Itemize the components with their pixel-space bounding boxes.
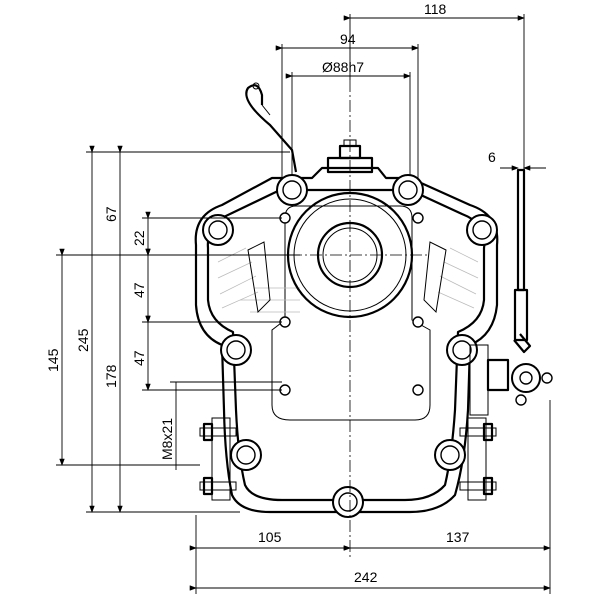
- dipstick-hook: [245, 82, 298, 173]
- dim-thread-label: M8x21: [159, 418, 175, 460]
- center-lines: [270, 80, 430, 560]
- boss-top-left: [276, 174, 308, 206]
- boss-left-upper: [202, 214, 234, 246]
- tapped-hole: [412, 384, 424, 396]
- mounting-plate: [271, 205, 431, 421]
- dimension-labels: 118 94 Ø88h7 6 67 22 47 47 M8x21 145 245…: [45, 1, 496, 585]
- boss-right-low: [434, 439, 466, 471]
- dim-22-label: 22: [131, 230, 147, 246]
- stud-bolts: [199, 417, 497, 501]
- tapped-hole: [412, 212, 424, 224]
- dim-245-label: 245: [75, 328, 91, 352]
- dim-178-label: 178: [103, 364, 119, 388]
- dim-94-label: 94: [340, 31, 356, 47]
- boss-bottom: [332, 486, 364, 518]
- section-hatching: [217, 247, 479, 313]
- stud-right-lower: [459, 476, 497, 496]
- left-flange: [211, 417, 231, 501]
- housing-inner-outline: [206, 188, 486, 502]
- left-recess: [247, 241, 271, 314]
- shift-lever: [469, 168, 553, 416]
- housing-outline: [194, 166, 499, 514]
- boss-right-upper: [466, 214, 498, 246]
- dim-67-label: 67: [103, 206, 119, 222]
- dim-47b-label: 47: [131, 350, 147, 366]
- dim-47a-label: 47: [131, 282, 147, 298]
- dim-137-label: 137: [446, 529, 470, 545]
- boss-top-right: [392, 174, 424, 206]
- boss-left-low: [230, 439, 262, 471]
- dim-6-label: 6: [488, 149, 496, 165]
- boss-right-mid: [446, 334, 478, 366]
- dim-bore-label: Ø88h7: [322, 59, 364, 75]
- boss-left-mid: [220, 334, 252, 366]
- dim-145-label: 145: [45, 348, 61, 372]
- tapped-hole: [412, 316, 424, 328]
- stud-left-upper: [199, 422, 237, 442]
- gearbox-housing: [194, 166, 499, 514]
- right-recess: [423, 241, 447, 314]
- dim-242-label: 242: [354, 569, 378, 585]
- dimension-lines: [56, 14, 551, 594]
- stud-right-upper: [459, 422, 497, 442]
- mounting-bosses: [202, 174, 498, 518]
- right-flange: [467, 417, 487, 501]
- dim-118-label: 118: [424, 1, 447, 17]
- dim-105-label: 105: [258, 529, 282, 545]
